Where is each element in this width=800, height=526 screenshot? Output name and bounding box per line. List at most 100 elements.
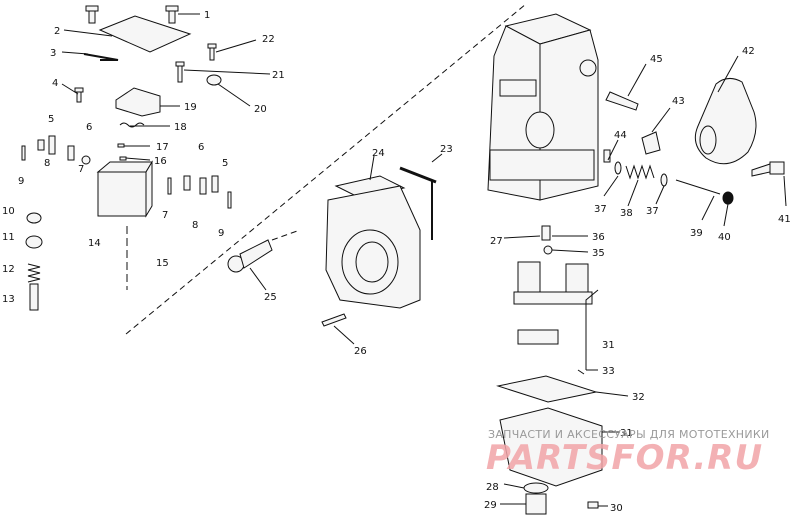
lever-housing-42 — [694, 78, 757, 165]
screw-4 — [74, 87, 84, 103]
callout-9-mid: 9 — [218, 228, 224, 239]
spring-38 — [625, 164, 655, 180]
callout-22: 22 — [262, 34, 275, 45]
callout-37-right: 37 — [646, 206, 659, 217]
plate-23 — [399, 166, 437, 184]
callout-8-mid: 8 — [192, 220, 198, 231]
callout-31-upper: 31 — [602, 340, 615, 351]
assembly-line-bolt — [271, 229, 301, 241]
callout-2: 2 — [54, 26, 60, 37]
callout-11: 11 — [2, 232, 15, 243]
jet-36 — [541, 225, 551, 241]
carburetor-top-cover-group — [21, 5, 232, 311]
callout-40: 40 — [718, 232, 731, 243]
callout-42: 42 — [742, 46, 755, 57]
callout-31-lower: 31 — [620, 428, 633, 439]
cover-gasket — [83, 53, 119, 61]
callout-13: 13 — [2, 294, 15, 305]
throttle-housing-group — [125, 3, 527, 335]
screw-41 — [751, 161, 785, 177]
clip-18 — [119, 122, 145, 128]
jet-6-mid — [183, 175, 191, 191]
callout-29: 29 — [484, 500, 497, 511]
callout-32: 32 — [632, 392, 645, 403]
needle-9-left — [21, 145, 26, 161]
jet-6-left — [67, 145, 75, 161]
callout-16: 16 — [154, 156, 167, 167]
callout-4: 4 — [52, 78, 58, 89]
callout-1: 1 — [204, 10, 210, 21]
screw-30 — [587, 501, 599, 509]
callout-30: 30 — [610, 503, 623, 514]
callout-17: 17 — [156, 142, 169, 153]
washer-16 — [119, 156, 127, 161]
carburetor-body-group — [487, 13, 785, 515]
fitting-29 — [525, 493, 547, 515]
rod-39 — [675, 179, 721, 195]
callout-9-left: 9 — [18, 176, 24, 187]
float-14 — [96, 160, 153, 218]
gasket-24 — [334, 175, 406, 199]
float-bracket-line — [585, 289, 599, 370]
callout-14: 14 — [88, 238, 101, 249]
screw-21 — [175, 61, 185, 67]
callout-26: 26 — [354, 346, 367, 357]
float-34 — [513, 261, 593, 305]
top-cover-plate — [98, 15, 192, 53]
callout-23: 23 — [440, 144, 453, 155]
callout-27: 27 — [490, 236, 503, 247]
jet-8-mid — [199, 177, 207, 195]
washer-35 — [543, 245, 553, 255]
callout-15: 15 — [156, 258, 169, 269]
pin-26 — [321, 313, 347, 327]
callout-3: 3 — [50, 48, 56, 59]
gasket-32 — [496, 375, 598, 403]
jet-5-mid — [211, 175, 219, 193]
bracket-19 — [115, 87, 161, 117]
callout-7-left: 7 — [78, 164, 84, 175]
callout-25: 25 — [264, 292, 277, 303]
drain-plug-28 — [523, 482, 549, 494]
intake-flange — [325, 185, 421, 309]
callout-28: 28 — [486, 482, 499, 493]
needle-valve — [517, 329, 559, 345]
callout-36: 36 — [592, 232, 605, 243]
callout-20: 20 — [254, 104, 267, 115]
needle-9-mid — [227, 191, 232, 209]
plunger-45 — [605, 91, 639, 111]
screw-22-shaft — [209, 47, 215, 61]
carburetor-body — [487, 13, 599, 201]
watermark-logo: PARTSFOR.RU — [486, 438, 764, 478]
callout-7-mid: 7 — [162, 210, 168, 221]
bolt-25 — [227, 239, 273, 273]
washer-17 — [117, 143, 125, 148]
jet-8-left — [48, 135, 56, 155]
nut-20 — [206, 74, 222, 86]
callout-41: 41 — [778, 214, 791, 225]
callout-6-mid: 6 — [198, 142, 204, 153]
callout-33: 33 — [602, 366, 615, 377]
callout-38: 38 — [620, 208, 633, 219]
assembly-line-diagonal — [125, 3, 527, 335]
callout-45: 45 — [650, 54, 663, 65]
float-bowl-31 — [499, 407, 603, 487]
pin-33 — [577, 369, 585, 375]
callout-12: 12 — [2, 264, 15, 275]
needle-7-mid — [167, 177, 172, 195]
spring-12 — [27, 263, 41, 283]
callout-35: 35 — [592, 248, 605, 259]
callout-18: 18 — [174, 122, 187, 133]
callout-21: 21 — [272, 70, 285, 81]
callout-5-left: 5 — [48, 114, 54, 125]
ring-7-left — [81, 155, 91, 165]
callout-24: 24 — [372, 148, 385, 159]
screw-21-shaft — [177, 65, 183, 83]
cover-screw-right — [165, 5, 179, 24]
screw-44 — [603, 149, 611, 163]
cap-43 — [641, 131, 661, 155]
screw-13 — [29, 283, 39, 311]
jet-5-left — [37, 139, 45, 151]
callout-43: 43 — [672, 96, 685, 107]
callout-10: 10 — [2, 206, 15, 217]
